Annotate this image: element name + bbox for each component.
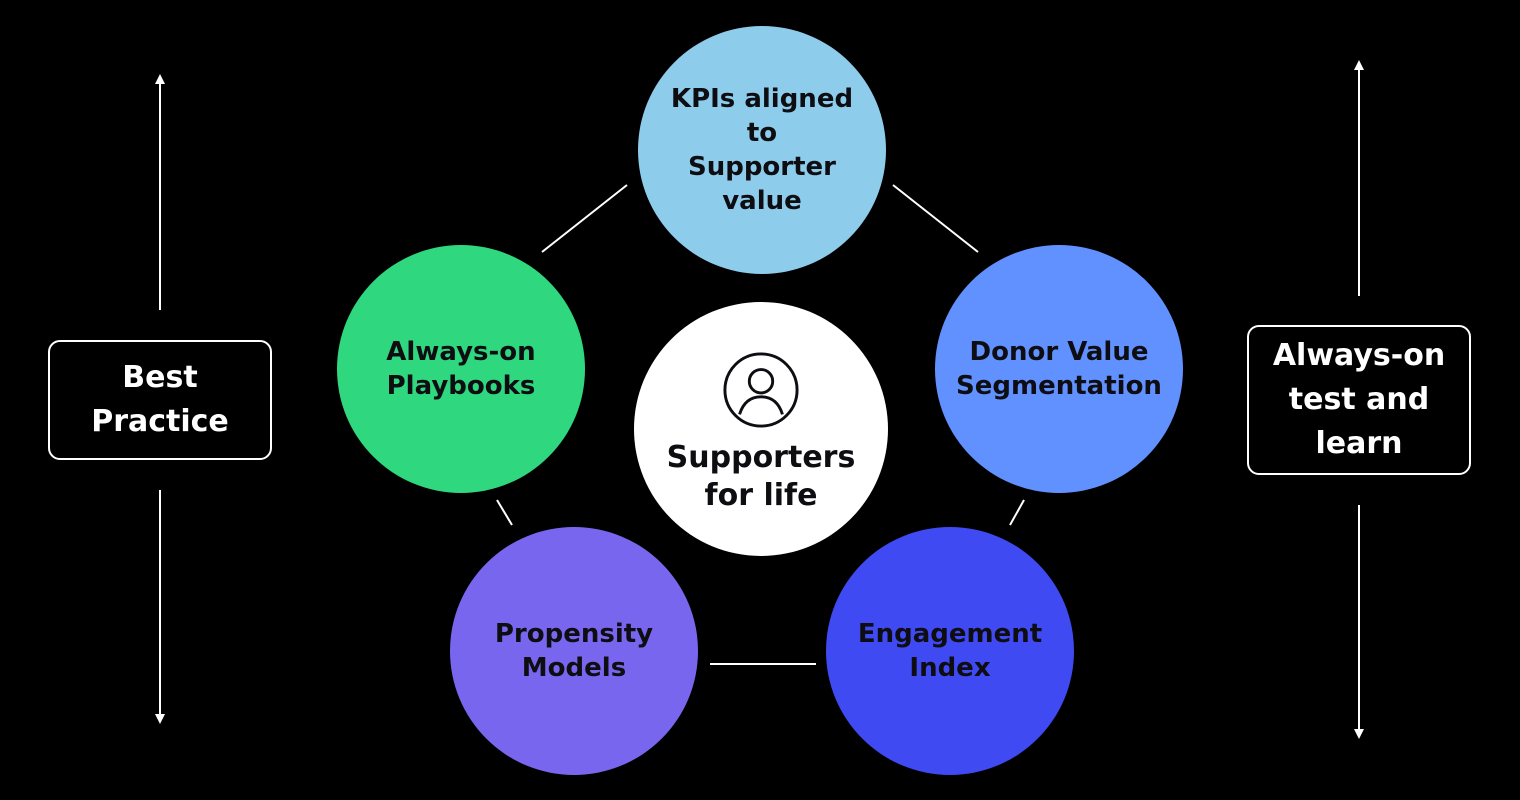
right-up-arrow <box>1354 60 1364 296</box>
connector-donor-engagement <box>1009 499 1025 526</box>
kpis-circle: KPIs aligned to Supporter value <box>638 26 886 274</box>
left-up-arrow <box>155 74 165 310</box>
engagement-label: Engagement Index <box>857 619 1043 683</box>
best-practice-label: Best Practice <box>91 360 229 439</box>
best-practice-box: Best Practice <box>48 340 272 460</box>
right-down-arrow <box>1354 505 1364 739</box>
propensity-circle: Propensity Models <box>450 527 698 775</box>
donor-value-circle: Donor Value Segmentation <box>935 245 1183 493</box>
always-on-test-box: Always-on test and learn <box>1247 325 1471 475</box>
connector-kpis-playbooks <box>541 184 628 253</box>
connector-kpis-donor <box>892 184 979 253</box>
donor-value-label: Donor Value Segmentation <box>956 337 1162 401</box>
person-icon <box>723 352 799 428</box>
always-on-test-label: Always-on test and learn <box>1272 338 1446 461</box>
left-down-arrow <box>155 490 165 724</box>
playbooks-label: Always-on Playbooks <box>386 337 536 401</box>
supporters-center-circle: Supporters for life <box>634 302 888 556</box>
connector-playbooks-propensity <box>496 499 513 526</box>
playbooks-circle: Always-on Playbooks <box>337 245 585 493</box>
engagement-circle: Engagement Index <box>826 527 1074 775</box>
propensity-label: Propensity Models <box>494 619 654 683</box>
supporters-label: Supporters for life <box>666 440 856 513</box>
kpis-label: KPIs aligned to Supporter value <box>670 84 854 216</box>
